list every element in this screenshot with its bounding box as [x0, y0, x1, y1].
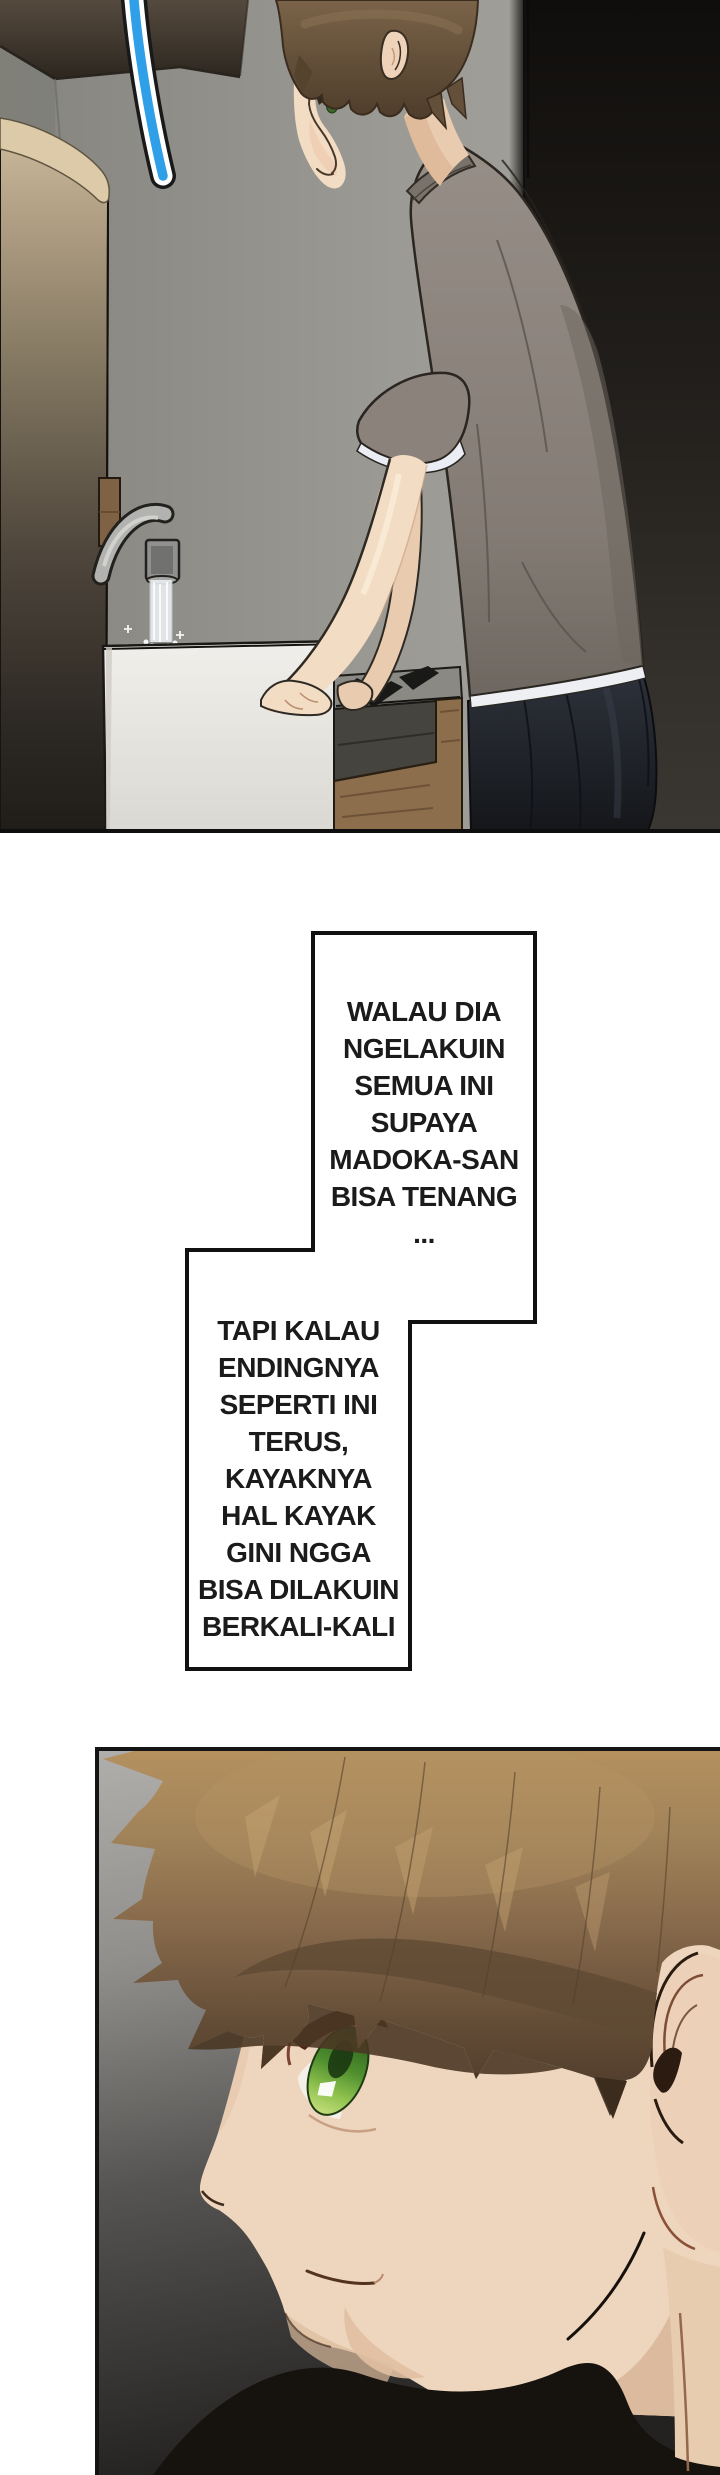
black-clothing — [153, 2363, 720, 2475]
panel-2-face-closeup — [95, 1747, 720, 2475]
near-arm — [260, 454, 428, 717]
neck — [663, 2247, 720, 2467]
nose-line — [200, 2190, 225, 2207]
speech-bubble-2: TAPI KALAU ENDINGNYA SEPERTI INI TERUS, … — [198, 1315, 399, 1642]
tension-mark-icon — [120, 0, 176, 189]
faucet — [91, 477, 181, 586]
sideburn — [595, 2077, 627, 2119]
hair — [274, 0, 480, 120]
sleeve — [356, 371, 471, 474]
shirt-hem-trim — [469, 665, 647, 709]
mouth-line — [305, 2269, 376, 2285]
head — [274, 0, 480, 189]
panel-2-border — [95, 1747, 720, 2475]
jaw-line — [566, 2231, 646, 2341]
tall-cabinet — [0, 117, 110, 833]
character-standing — [260, 0, 658, 833]
neck-shadow — [457, 2259, 720, 2418]
hand — [260, 679, 333, 717]
ceiling-cabinet — [0, 0, 249, 81]
panel-1-kitchen-scene — [0, 0, 720, 833]
hair — [103, 1747, 720, 2119]
neck-crease — [678, 2312, 690, 2472]
panel-1-bottom-border — [0, 829, 720, 833]
tshirt — [405, 142, 647, 709]
